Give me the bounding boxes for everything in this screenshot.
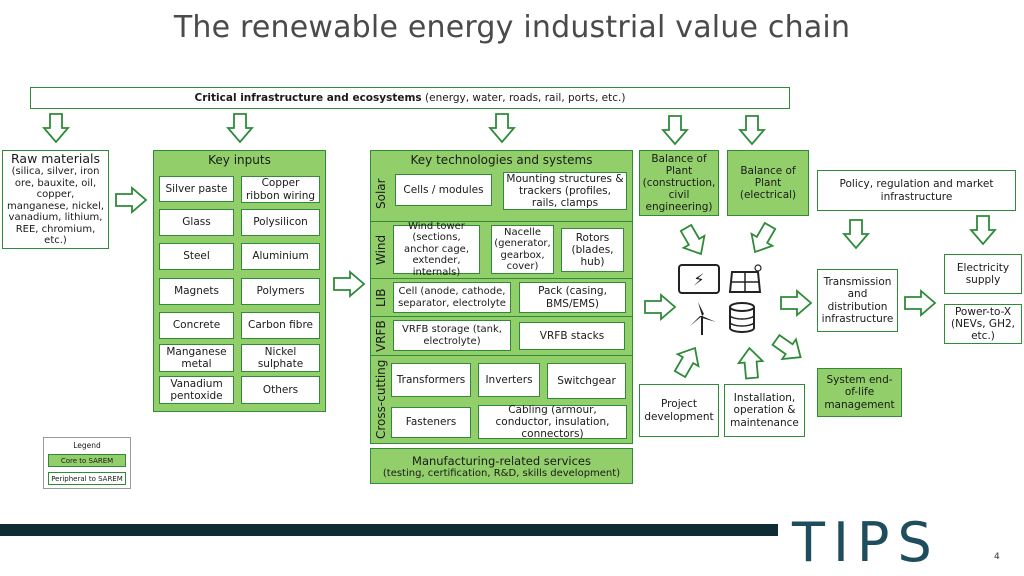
manufacturing-title: Manufacturing-related services (412, 453, 591, 468)
down-arrow (739, 115, 765, 145)
right-arrow (780, 290, 812, 316)
infra-bar: Critical infrastructure and ecosystems (… (30, 87, 790, 109)
diagonal-arrow (768, 329, 809, 368)
legend-core: Core to SAREM (48, 454, 126, 467)
wind-turbine-icon (684, 300, 720, 336)
tech-item: Fasteners (391, 407, 471, 438)
diagonal-arrow (674, 221, 713, 261)
tech-item: Pack (casing, BMS/EMS) (519, 282, 626, 313)
diagonal-arrow (668, 341, 707, 381)
raw-materials-body: (silica, silver, iron ore, bauxite, oil,… (6, 166, 105, 247)
section-divider (371, 355, 632, 356)
section-divider (371, 316, 632, 317)
solar-panel-icon (726, 264, 762, 296)
tech-item: VRFB stacks (519, 322, 625, 350)
legend: Legend Core to SAREM Peripheral to SAREM (43, 437, 131, 489)
down-arrow (970, 215, 996, 245)
key-input-item: Others (241, 376, 320, 404)
tech-item: Cells / modules (395, 174, 492, 206)
key-input-item: Glass (159, 209, 234, 236)
raw-materials-box: Raw materials (silica, silver, iron ore,… (2, 150, 109, 249)
tech-item: Transformers (391, 363, 471, 397)
policy-box: Policy, regulation and market infrastruc… (817, 170, 1016, 211)
database-storage-icon (726, 300, 762, 336)
tech-item: Switchgear (547, 363, 626, 399)
key-input-item: Polysilicon (241, 209, 320, 236)
key-input-item: Steel (159, 243, 234, 270)
raw-materials-title: Raw materials (11, 151, 100, 167)
right-arrow (904, 290, 936, 316)
power-to-x-box: Power-to-X (NEVs, GH2, etc.) (944, 304, 1022, 344)
battery-icon: ⚡ (678, 264, 720, 294)
electricity-supply-box: Electricity supply (944, 254, 1022, 294)
key-input-item: Manganese metal (159, 344, 234, 372)
manufacturing-body: (testing, certification, R&D, skills dev… (382, 467, 621, 479)
page-title: The renewable energy industrial value ch… (173, 10, 851, 45)
infra-bar-bold: Critical infrastructure and ecosystems (194, 91, 422, 104)
key-input-item: Polymers (241, 278, 320, 305)
tech-item: Rotors (blades, hub) (561, 228, 624, 272)
transmission-box: Transmission and distribution infrastruc… (817, 269, 898, 332)
diagonal-arrow (736, 346, 765, 380)
balance-of-plant-electrical: Balance of Plant (electrical) (727, 150, 809, 216)
key-input-item: Concrete (159, 312, 234, 339)
tech-item: Cabling (armour, conductor, insulation, … (478, 404, 627, 440)
installation-om-box: Installation, operation & maintenance (724, 384, 805, 437)
legend-title: Legend (73, 441, 101, 450)
project-development-box: Project development (639, 384, 719, 437)
key-input-item: Magnets (159, 278, 234, 305)
key-input-item: Vanadium pentoxide (159, 376, 234, 404)
manufacturing-services-box: Manufacturing-related services (testing,… (370, 448, 633, 484)
right-arrow (644, 294, 676, 320)
key-input-item: Aluminium (241, 243, 320, 270)
down-arrow (227, 113, 253, 143)
key-input-item: Silver paste (159, 176, 234, 202)
bop-elec-title: Balance of Plant (740, 164, 796, 189)
down-arrow (662, 115, 688, 145)
central-icon-cluster: ⚡ (676, 262, 766, 338)
down-arrow (43, 113, 69, 143)
key-input-item: Carbon fibre (241, 312, 320, 339)
down-arrow (843, 219, 869, 249)
section-divider (371, 221, 632, 222)
section-divider (371, 278, 632, 279)
footer-bar (0, 524, 778, 536)
tips-logo: TIPS (792, 510, 940, 574)
legend-peripheral: Peripheral to SAREM (48, 472, 126, 485)
key-input-item: Nickel sulphate (241, 344, 320, 372)
down-arrow (489, 113, 515, 143)
page-number: 4 (994, 552, 1000, 562)
key-input-item: Copper ribbon wiring (241, 176, 320, 203)
tech-item: Wind tower (sections, anchor cage, exten… (393, 221, 480, 278)
right-arrow (115, 187, 147, 213)
tech-item: Cell (anode, cathode, separator, electro… (393, 282, 511, 313)
tech-item: VRFB storage (tank, electrolyte) (393, 320, 511, 351)
system-end-of-life-box: System end-of-life management (817, 368, 902, 417)
key-tech-title: Key technologies and systems (410, 153, 593, 167)
bop-civil-body: (construction, civil engineering) (642, 176, 716, 214)
right-arrow (333, 271, 365, 297)
tech-item: Nacelle (generator, gearbox, cover) (491, 225, 554, 274)
key-inputs-title: Key inputs (208, 153, 271, 167)
tech-item: Inverters (478, 363, 540, 397)
diagonal-arrow (743, 219, 782, 259)
infra-bar-rest: (energy, water, roads, rail, ports, etc.… (421, 91, 626, 104)
tech-item: Mounting structures & trackers (profiles… (503, 172, 627, 210)
bop-elec-body: (electrical) (739, 189, 797, 202)
bop-civil-title: Balance of Plant (651, 152, 707, 177)
balance-of-plant-civil: Balance of Plant (construction, civil en… (639, 150, 719, 216)
